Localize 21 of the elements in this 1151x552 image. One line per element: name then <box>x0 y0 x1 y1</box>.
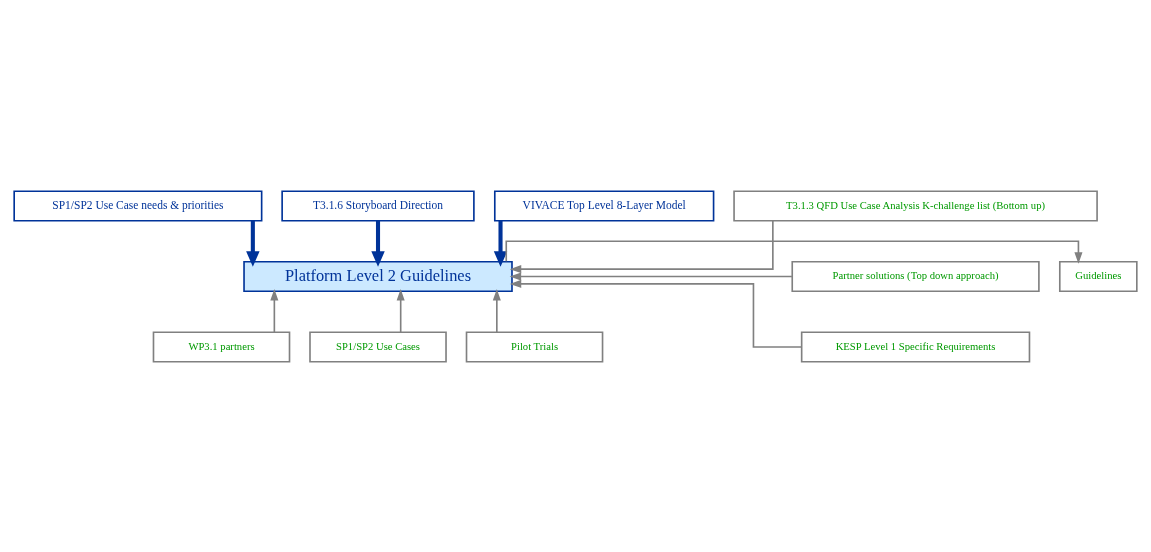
arrow <box>492 288 501 333</box>
node-box: SP1/SP2 Use Case needs & priorities <box>13 189 263 222</box>
arrow <box>270 288 279 333</box>
arrow <box>246 220 260 267</box>
arrow <box>493 220 508 267</box>
node-box: Platform Level 2 Guidelines <box>243 260 513 292</box>
node-box: Partner solutions (Top down approach) <box>791 260 1040 292</box>
node-box: T3.1.3 QFD Use Case Analysis K-challenge list (Bottom up) <box>733 189 1098 222</box>
arrow <box>371 220 385 267</box>
node-box: Guidelines <box>1058 260 1138 292</box>
arrow <box>505 239 1083 264</box>
arrow <box>509 219 774 273</box>
node-box: Pilot Trials <box>465 330 604 363</box>
node-box: T3.1.6 Storyboard Direction <box>281 189 475 222</box>
node-box: SP1/SP2 Use Cases <box>309 330 447 363</box>
arrow <box>396 288 405 333</box>
node-box: VIVACE Top Level 8-Layer Model <box>493 189 715 222</box>
node-box: KESP Level 1 Specific Requirements <box>800 330 1031 363</box>
arrow <box>509 279 803 348</box>
arrow <box>509 271 793 281</box>
node-box: WP3.1 partners <box>152 330 291 363</box>
